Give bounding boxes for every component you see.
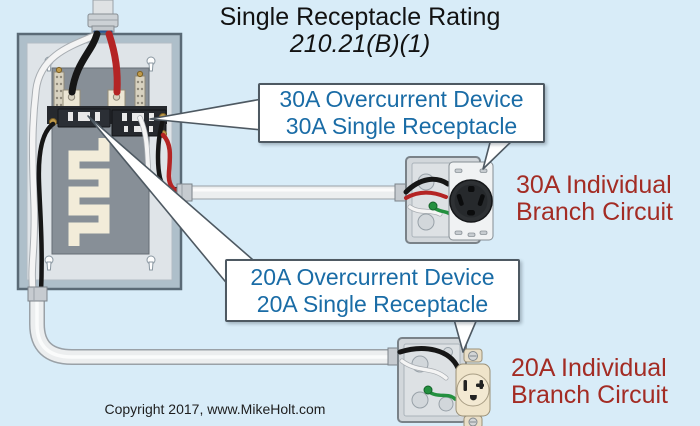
callout-30a-line1: 30A Overcurrent Device	[279, 86, 524, 112]
branch-conduit-20a-icon	[27, 286, 401, 366]
branch-label-30a-line1: 30A Individual	[516, 171, 672, 199]
branch-20a-hot-in-box	[397, 346, 461, 371]
service-hot-black	[68, 30, 101, 96]
receptacle-20a-icon	[455, 348, 491, 426]
service-neutral-wire	[29, 33, 97, 296]
receptacle-30a-slots	[456, 186, 485, 216]
branch-label-30a: 30A Individual Branch Circuit	[516, 172, 673, 226]
callout-20a: 20A Overcurrent Device 20A Single Recept…	[225, 259, 520, 322]
branch-label-20a-line1: 20A Individual	[511, 354, 667, 382]
branch-label-20a-line2: Branch Circuit	[511, 381, 668, 409]
ground-screw-30a	[428, 201, 438, 211]
branch-20a-black-wire	[36, 121, 56, 296]
panel-bus	[68, 138, 110, 246]
service-conduit-icon	[87, 0, 119, 37]
code-reference: 210.21(B)(1)	[289, 30, 431, 58]
receptacle-20a-slots	[463, 380, 484, 401]
branch-30a-red-wire	[160, 132, 183, 195]
panel-interior	[28, 30, 183, 297]
junction-box-20a-icon	[397, 337, 467, 423]
panel-wires	[28, 30, 183, 297]
breaker-20a-handle	[68, 112, 100, 121]
callout-30a-line2: 30A Single Receptacle	[285, 113, 518, 139]
copyright-notice: Copyright 2017, www.MikeHolt.com	[104, 401, 326, 417]
branch-conduit-30a-icon	[176, 183, 409, 202]
receptacle-30a-icon	[448, 161, 494, 241]
callout-20a-line1: 20A Overcurrent Device	[250, 263, 495, 290]
diagram-title: Single Receptacle Rating	[219, 3, 501, 31]
branch-label-20a: 20A Individual Branch Circuit	[511, 355, 668, 409]
service-hot-red	[105, 30, 121, 96]
callout-30a: 30A Overcurrent Device 30A Single Recept…	[258, 83, 545, 143]
branch-label-30a-line2: Branch Circuit	[516, 198, 673, 226]
ground-screw-20a	[423, 385, 433, 395]
callout-20a-line2: 20A Single Receptacle	[256, 290, 489, 317]
